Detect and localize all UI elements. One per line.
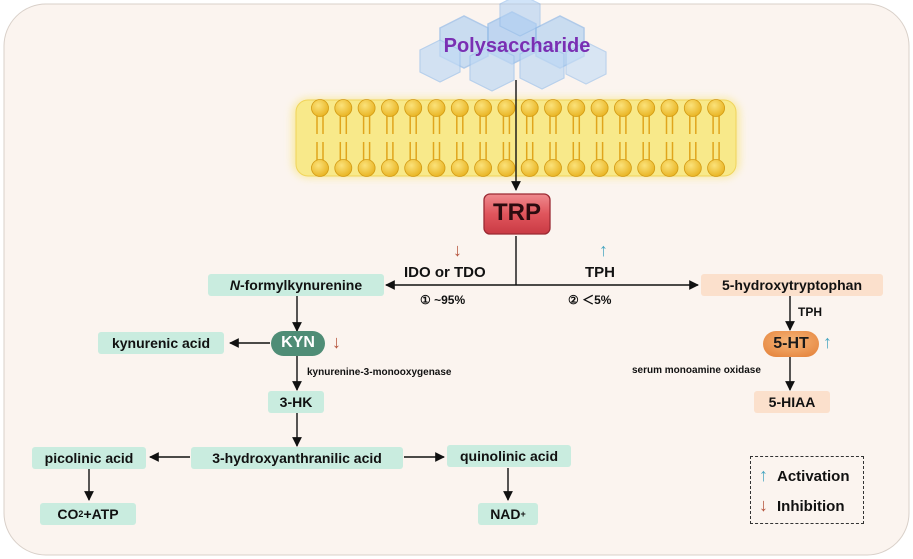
lipid-head xyxy=(590,159,609,177)
lipid-head xyxy=(567,159,586,177)
legend: ↑ Activation ↓ Inhibition xyxy=(750,456,864,524)
lipid-head xyxy=(520,159,539,177)
nad-label: NAD xyxy=(490,506,521,522)
legend-inhibition-arrow: ↓ xyxy=(759,495,768,515)
lipid-head xyxy=(660,159,679,177)
lipid-head xyxy=(311,159,329,177)
lipid-head xyxy=(474,99,493,117)
lipid-head xyxy=(544,159,562,177)
lipid-head xyxy=(637,99,656,117)
lipid-bilayer xyxy=(311,99,725,177)
legend-activation-arrow: ↑ xyxy=(759,465,768,485)
nad-node: NAD+ xyxy=(478,503,538,525)
percent-kynurenine: ① ~95% xyxy=(420,293,466,307)
percent-serotonin: ② ＜5% xyxy=(568,293,612,307)
quinolinic-acid-node: quinolinic acid xyxy=(447,445,571,467)
lipid-head xyxy=(683,99,702,117)
lipid-head xyxy=(520,99,539,117)
lipid-head xyxy=(497,159,516,177)
lipid-head xyxy=(427,99,446,117)
lipid-head xyxy=(497,99,516,117)
lipid-head xyxy=(380,159,399,177)
kynurenic-acid-node: kynurenic acid xyxy=(98,332,224,354)
lipid-head xyxy=(614,159,632,177)
mao-label: serum monoamine oxidase xyxy=(632,365,761,376)
kyn-node xyxy=(271,331,325,356)
lipid-head xyxy=(404,159,423,177)
polysaccharide-icon xyxy=(419,0,607,92)
ido-inhibition-arrow: ↓ xyxy=(453,240,462,260)
kmo-label: kynurenine-3-monooxygenase xyxy=(307,367,452,378)
lipid-head xyxy=(683,159,702,177)
5ht-activation-arrow: ↑ xyxy=(823,332,832,352)
picolinic-acid-node: picolinic acid xyxy=(32,447,146,469)
legend-activation-label: Activation xyxy=(777,468,850,485)
kyn-inhibition-arrow: ↓ xyxy=(332,332,341,352)
5ht-node xyxy=(763,331,819,357)
lipid-head xyxy=(590,99,609,117)
lipid-head xyxy=(474,159,493,177)
lipid-head xyxy=(334,99,353,117)
lipid-head xyxy=(404,99,423,117)
lipid-head xyxy=(450,99,469,117)
3hk-node: 3-HK xyxy=(268,391,324,413)
lipid-head xyxy=(660,99,679,117)
kyn-label: KYN xyxy=(281,334,315,351)
nad-superscript: + xyxy=(520,509,526,519)
5-hydroxytryptophan-node: 5-hydroxytryptophan xyxy=(701,274,883,296)
ido-tdo-label: IDO or TDO xyxy=(404,264,486,281)
co2-label: CO xyxy=(57,506,79,522)
co2-subscript: 2 xyxy=(78,509,84,519)
n-formylkynurenine-node: N-formylkynurenine xyxy=(208,274,384,296)
polysaccharide-title: Polysaccharide xyxy=(443,35,591,57)
n-formylkynurenine-label: -formylkynurenine xyxy=(239,277,363,293)
lipid-head xyxy=(311,99,329,117)
5-hiaa-node: 5-HIAA xyxy=(754,391,830,413)
lipid-head xyxy=(357,159,376,177)
lipid-head xyxy=(357,99,376,117)
trp-node xyxy=(483,193,551,235)
tph-activation-arrow: ↑ xyxy=(599,240,608,260)
lipid-head xyxy=(450,159,469,177)
trp-label: TRP xyxy=(493,199,541,226)
lipid-head xyxy=(567,99,586,117)
lipid-head xyxy=(707,159,725,177)
lipid-head xyxy=(380,99,399,117)
tph2-label: TPH xyxy=(798,305,822,319)
lipid-head xyxy=(707,99,725,117)
lipid-head xyxy=(544,99,562,117)
lipid-head xyxy=(637,159,656,177)
n-formylkynurenine-italic: N xyxy=(229,277,240,293)
lipid-head xyxy=(614,99,632,117)
tph-label: TPH xyxy=(585,264,615,281)
atp-label: +ATP xyxy=(83,506,119,522)
legend-inhibition-label: Inhibition xyxy=(777,498,845,515)
3-hydroxyanthranilic-acid-node: 3-hydroxyanthranilic acid xyxy=(191,447,403,469)
5ht-label: 5-HT xyxy=(773,335,809,352)
lipid-head xyxy=(334,159,353,177)
lipid-head xyxy=(427,159,446,177)
